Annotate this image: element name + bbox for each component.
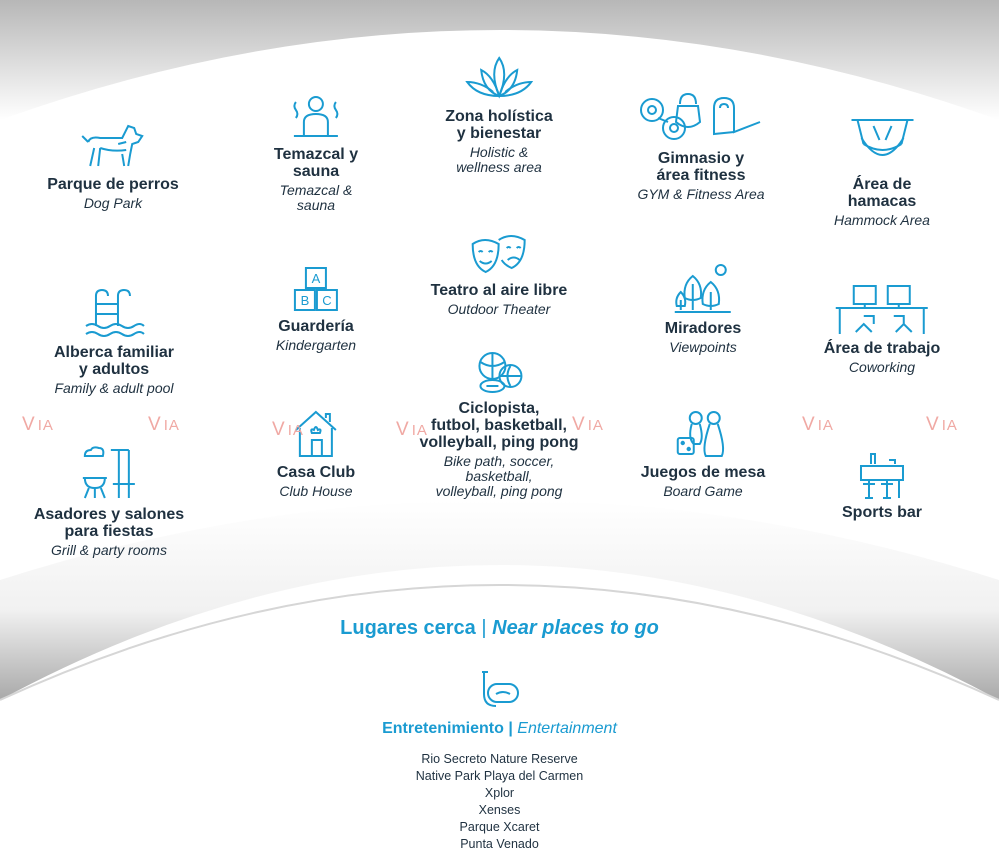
amenity-coworking: Área de trabajo Coworking	[824, 282, 940, 375]
amenity-en-label: Temazcal & sauna	[279, 182, 353, 213]
svg-text:C: C	[322, 293, 331, 308]
amenity-pool: Alberca familiar y adultos Family & adul…	[54, 286, 174, 396]
list-item: Xenses	[478, 803, 521, 817]
amenity-es-label: Juegos de mesa	[640, 464, 766, 481]
places-list: Rio Secreto Nature Reserve Native Park P…	[0, 751, 999, 853]
svg-text:A: A	[312, 271, 321, 286]
amenity-kindergarten: A B C Guardería Kindergarten	[276, 264, 356, 353]
near-places-en: Near places to go	[492, 617, 659, 639]
amenity-es-label: Guardería	[278, 318, 354, 335]
amenity-es-label: Casa Club	[276, 464, 356, 481]
amenity-temazcal: Temazcal y sauna Temazcal & sauna	[274, 92, 358, 213]
amenity-es-label: Ciclopista, futbol, basketball, volleyba…	[419, 400, 579, 451]
amenity-es-label: Temazcal y sauna	[273, 146, 359, 180]
amenity-viewpoints: Miradores Viewpoints	[665, 262, 741, 355]
separator: |	[481, 617, 487, 639]
amenity-en-label: Coworking	[848, 359, 916, 375]
amenity-sports-bar: Sports bar	[842, 450, 922, 524]
hammock-icon	[851, 119, 913, 156]
amenity-en-label: Club House	[279, 483, 353, 499]
amenity-es-label: Gimnasio y área fitness	[656, 150, 746, 184]
entertainment-en: Entertainment	[517, 720, 617, 737]
list-item: Native Park Playa del Carmen	[415, 769, 584, 783]
amenity-en-label: Grill & party rooms	[51, 542, 167, 558]
near-places-title: Lugares cerca | Near places to go	[0, 617, 999, 640]
amenity-es-label: Alberca familiar y adultos	[53, 344, 175, 378]
near-places-es: Lugares cerca	[340, 617, 476, 639]
separator: |	[508, 720, 513, 737]
theater-masks-icon	[471, 235, 527, 274]
snorkel-mask-icon	[482, 671, 519, 707]
amenity-es-label: Sports bar	[841, 504, 923, 521]
amenity-en-label: Dog Park	[83, 195, 143, 211]
amenity-theater: Teatro al aire libre Outdoor Theater	[430, 230, 568, 317]
club-house-icon	[295, 410, 337, 457]
amenity-es-label: Zona holística y bienestar	[445, 108, 553, 142]
trees-icon	[675, 264, 731, 313]
amenity-en-label: Family & adult pool	[54, 380, 174, 396]
abc-blocks-icon: A B C	[293, 267, 338, 311]
list-item: Xplor	[484, 786, 515, 800]
amenity-en-label: Bike path, soccer, basketball, volleybal…	[435, 453, 563, 499]
lotus-icon	[465, 56, 533, 99]
amenity-es-label: Parque de perros	[47, 176, 179, 193]
amenity-grill: Asadores y salones para fiestas Grill & …	[34, 444, 184, 558]
amenity-holistic: Zona holística y bienestar Holistic & we…	[445, 52, 553, 175]
amenity-en-label: Kindergarten	[275, 337, 357, 353]
amenity-es-label: Miradores	[664, 320, 742, 337]
pool-icon	[85, 288, 145, 337]
sports-bar-icon	[859, 453, 904, 499]
amenity-en-label: Hammock Area	[834, 212, 930, 228]
amenity-es-label: Asadores y salones para fiestas	[33, 506, 185, 540]
amenity-es-label: Área de trabajo	[823, 340, 941, 357]
entertainment-title: Entretenimiento | Entertainment	[0, 720, 999, 738]
board-game-icon	[677, 411, 725, 457]
amenity-sports: Ciclopista, futbol, basketball, volleyba…	[419, 350, 579, 499]
amenity-en-label: Outdoor Theater	[447, 301, 551, 317]
dog-icon	[81, 124, 144, 167]
amenity-hammock: Área de hamacas Hammock Area	[824, 116, 941, 228]
amenity-gym: Gimnasio y área fitness GYM & Fitness Ar…	[636, 88, 766, 202]
entertainment-es: Entretenimiento	[382, 720, 504, 737]
amenity-club-house: Casa Club Club House	[277, 408, 355, 499]
grill-icon	[82, 446, 135, 499]
desk-icon	[835, 285, 928, 334]
amenity-dog-park: Parque de perros Dog Park	[47, 118, 179, 211]
sports-balls-icon	[478, 352, 522, 393]
amenity-es-label: Teatro al aire libre	[430, 282, 568, 299]
svg-text:B: B	[301, 293, 310, 308]
amenity-en-label: Holistic & wellness area	[456, 144, 542, 175]
sauna-icon	[293, 96, 339, 137]
list-item: Punta Venado	[460, 837, 539, 851]
amenity-board-game: Juegos de mesa Board Game	[640, 408, 766, 499]
amenity-es-label: Área de hamacas	[847, 176, 917, 210]
dumbbell-icon	[640, 92, 761, 140]
amenity-en-label: GYM & Fitness Area	[637, 186, 765, 202]
amenity-en-label: Board Game	[663, 483, 743, 499]
list-item: Parque Xcaret	[459, 820, 540, 834]
amenity-en-label: Viewpoints	[669, 339, 737, 355]
list-item: Rio Secreto Nature Reserve	[421, 752, 578, 766]
